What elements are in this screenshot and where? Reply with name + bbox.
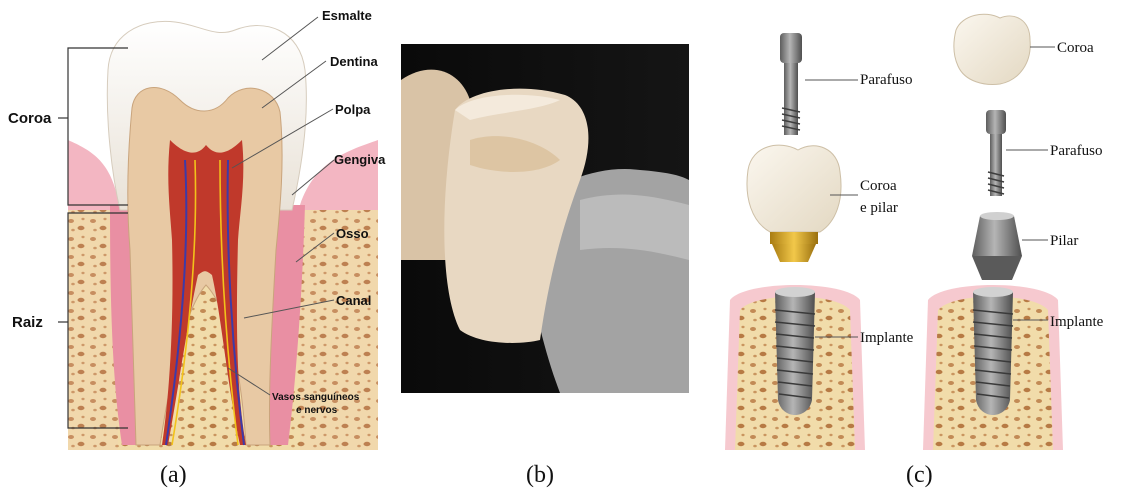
label-vasos-line1: Vasos sanguíneos [272,392,360,403]
label-parafuso-right: Parafuso [1050,143,1103,159]
label-coroa: Coroa [8,110,52,127]
label-gengiva: Gengiva [334,152,386,167]
label-parafuso-left: Parafuso [860,72,913,88]
screw-left [780,33,802,135]
panel-c-implant: Parafuso Coroa e pilar [725,14,1104,488]
screw-right [986,110,1006,196]
label-polpa: Polpa [335,102,371,117]
crown-right [954,14,1030,84]
bone-implant-right [923,285,1063,450]
label-implante-right: Implante [1050,314,1104,330]
caption-b: (b) [526,462,554,488]
label-dentina: Dentina [330,54,378,69]
label-implante-left: Implante [860,330,914,346]
label-pilar-right: Pilar [1050,233,1078,249]
label-coroa-right: Coroa [1057,40,1094,56]
abutment-right [972,212,1022,280]
bone-implant-left [725,285,865,450]
label-osso: Osso [336,226,369,241]
label-coroa-pilar-line1: Coroa [860,178,897,194]
label-canal: Canal [336,293,371,308]
label-vasos-line2: e nervos [296,405,338,416]
label-esmalte: Esmalte [322,8,372,23]
panel-a-tooth-anatomy: Coroa Raiz Esmalte Dentina Polpa Gengiva… [8,8,386,488]
crown-abutment-left [747,145,841,262]
label-coroa-pilar-line2: e pilar [860,200,898,216]
caption-c: (c) [906,462,933,488]
caption-a: (a) [160,462,187,488]
panel-b-photo: (b) [401,44,689,488]
label-raiz: Raiz [12,314,43,331]
